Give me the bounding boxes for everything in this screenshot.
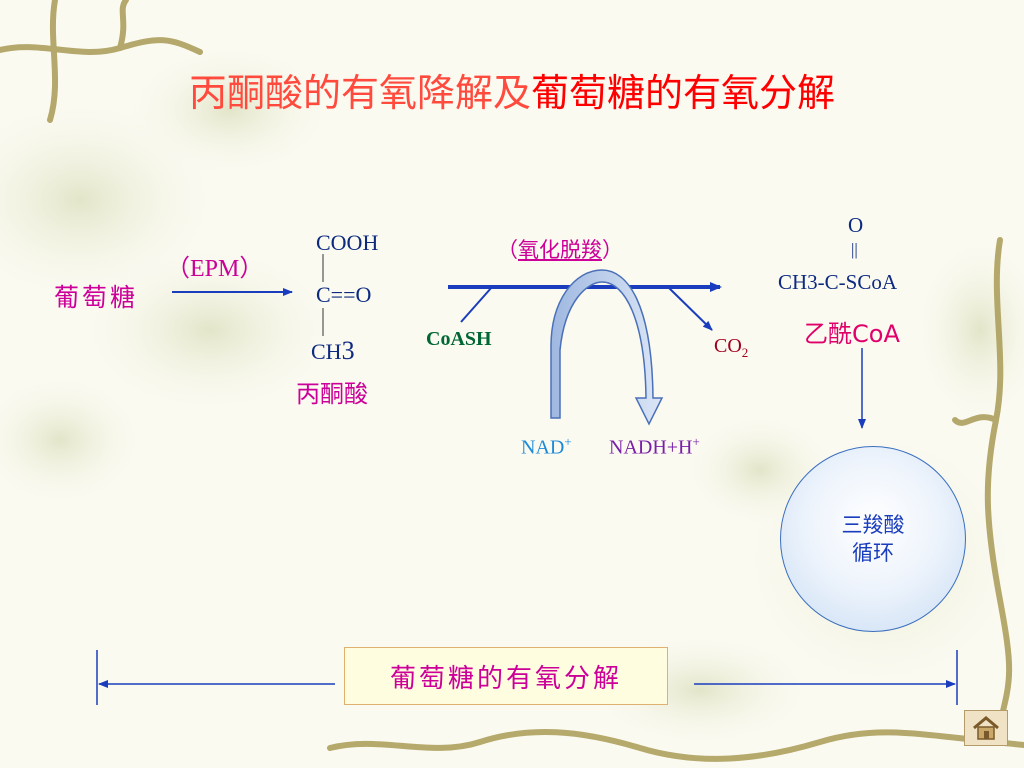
nad-label: NAD+: [521, 434, 572, 459]
coash-arrow: [460, 286, 493, 323]
coash-label: CoASH: [426, 328, 492, 350]
pyruvate-name: 丙酮酸: [296, 380, 368, 408]
co2-arrow: [667, 286, 713, 331]
co2-label: CO2: [714, 335, 749, 360]
acetyl-coa-name: 乙酰CoA: [804, 320, 900, 348]
pyruvate-methyl: CH3: [311, 336, 355, 366]
epm-label: （EPM）: [166, 256, 264, 282]
glucose-label: 葡萄糖: [54, 283, 139, 312]
acetyl-coa-oxygen: O: [848, 213, 864, 237]
home-icon: [973, 716, 999, 740]
tca-cycle-line1: 三羧酸: [841, 513, 905, 537]
oxidative-decarboxylation-label: （氧化脱羧）: [497, 238, 623, 262]
tca-cycle-circle: 三羧酸 循环: [780, 446, 966, 632]
acetyl-coa-formula: CH3-C-SCoA: [778, 270, 898, 294]
nad-reduction-arc: [550, 269, 664, 426]
tca-cycle-line2: 循环: [852, 541, 894, 565]
nadh-label: NADH+H+: [609, 434, 700, 459]
pyruvate-carbonyl: C==O: [316, 282, 372, 308]
glucose-aerobic-decomposition-box: 葡萄糖的有氧分解: [344, 647, 668, 705]
pyruvate-cooh: COOH: [316, 230, 379, 255]
home-button[interactable]: [964, 710, 1008, 746]
page-title: 丙酮酸的有氧降解及葡萄糖的有氧分解: [188, 71, 836, 115]
acetyl-coa-double-bond: ||: [851, 240, 858, 259]
